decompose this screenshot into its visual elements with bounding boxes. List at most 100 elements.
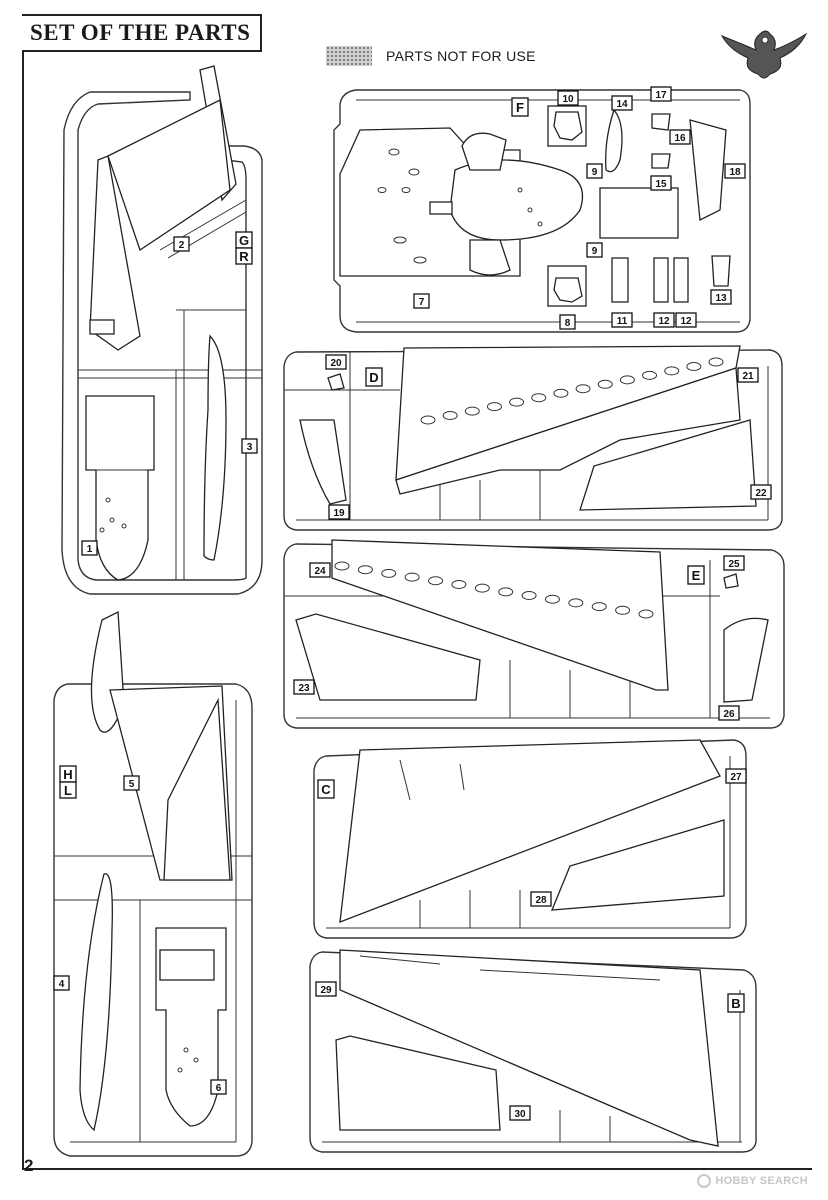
part-label-23: 23: [293, 679, 315, 695]
part-label-27: 27: [725, 768, 747, 784]
part-label-14: 14: [611, 95, 633, 111]
svg-text:26: 26: [723, 709, 735, 720]
wing-hole: [597, 379, 613, 389]
wing-hole: [642, 370, 658, 380]
part-label-16: 16: [669, 129, 691, 145]
part-label-9b: 9: [586, 242, 603, 258]
part-label-7: 7: [413, 293, 430, 309]
part-label-19: 19: [328, 504, 350, 520]
svg-text:11: 11: [617, 316, 628, 327]
svg-text:G: G: [239, 233, 249, 248]
wing-hole: [381, 568, 397, 578]
svg-text:21: 21: [742, 371, 754, 382]
wing-hole: [708, 357, 724, 367]
svg-text:10: 10: [562, 94, 574, 105]
sprue-letter-g: G: [235, 231, 253, 249]
sprue-letter-f: F: [511, 97, 529, 117]
part-label-20: 20: [325, 354, 347, 370]
svg-text:2: 2: [179, 240, 185, 251]
title-box: SET OF THE PARTS: [22, 14, 263, 52]
part-label-11: 11: [611, 312, 633, 328]
svg-text:8: 8: [565, 318, 571, 329]
svg-text:28: 28: [535, 895, 547, 906]
wing-hole: [498, 587, 514, 597]
svg-text:1: 1: [87, 544, 93, 555]
sprue-g: [61, 65, 263, 595]
svg-text:12: 12: [680, 316, 692, 327]
part-label-2: 2: [173, 236, 190, 252]
part-label-12a: 12: [653, 312, 675, 328]
svg-text:25: 25: [728, 559, 740, 570]
wing-hole: [509, 397, 525, 407]
svg-text:24: 24: [314, 566, 326, 577]
svg-text:22: 22: [755, 488, 767, 499]
part-label-1: 1: [81, 540, 98, 556]
sprue-letter-h: H: [59, 765, 77, 783]
svg-text:17: 17: [655, 90, 667, 101]
svg-text:B: B: [731, 996, 740, 1011]
wing-hole: [420, 415, 436, 425]
svg-text:9: 9: [592, 167, 598, 178]
part-label-28: 28: [530, 891, 552, 907]
sprue-letter-r: R: [235, 247, 253, 265]
sprue-c: [313, 739, 747, 939]
part-label-17: 17: [650, 86, 672, 102]
part-label-21: 21: [737, 367, 759, 383]
wing-hole: [474, 583, 490, 593]
svg-text:13: 13: [715, 293, 727, 304]
wing-hole: [686, 361, 702, 371]
sprue-letter-d: D: [365, 367, 383, 387]
hatch-swatch: [326, 46, 372, 66]
svg-text:19: 19: [333, 508, 345, 519]
svg-text:L: L: [64, 783, 72, 798]
part-label-26: 26: [718, 705, 740, 721]
sprue-letter-e: E: [687, 565, 705, 585]
svg-text:4: 4: [59, 979, 65, 990]
watermark-logo-icon: [697, 1174, 712, 1188]
svg-text:6: 6: [216, 1083, 222, 1094]
wing-hole: [531, 393, 547, 403]
page-number: 2: [24, 1156, 34, 1175]
part-label-18: 18: [724, 163, 746, 179]
svg-text:29: 29: [320, 985, 332, 996]
sprue-letter-l: L: [59, 781, 77, 799]
part-label-8: 8: [559, 314, 576, 330]
part-label-13: 13: [710, 289, 732, 305]
wing-hole: [464, 406, 480, 416]
part-label-10: 10: [557, 90, 579, 106]
svg-text:12: 12: [658, 316, 670, 327]
svg-text:5: 5: [129, 779, 135, 790]
svg-text:14: 14: [616, 99, 628, 110]
part-label-30: 30: [509, 1105, 531, 1121]
part-label-24: 24: [309, 562, 331, 578]
wing-hole: [357, 565, 373, 575]
part-label-29: 29: [315, 981, 337, 997]
watermark: HOBBY SEARCH: [697, 1174, 808, 1188]
svg-text:16: 16: [674, 133, 686, 144]
svg-text:7: 7: [419, 297, 425, 308]
sprue-letter-b: B: [727, 993, 745, 1013]
svg-text:30: 30: [514, 1109, 526, 1120]
wing-hole: [591, 602, 607, 612]
svg-text:F: F: [516, 100, 524, 115]
part-label-6: 6: [210, 1079, 227, 1095]
part-label-4: 4: [53, 975, 70, 991]
svg-text:3: 3: [247, 442, 253, 453]
sprue-letter-c: C: [317, 779, 335, 799]
wing-hole: [575, 384, 591, 394]
wing-hole: [428, 576, 444, 586]
svg-text:20: 20: [330, 358, 342, 369]
wing-hole: [404, 572, 420, 582]
wing-hole: [664, 366, 680, 376]
legend-label: PARTS NOT FOR USE: [386, 48, 536, 64]
sprue-f: [333, 89, 751, 333]
eagle-emblem-icon: [720, 30, 808, 79]
sprue-h: [53, 610, 253, 1157]
part-label-5: 5: [123, 775, 140, 791]
svg-text:H: H: [63, 767, 72, 782]
page-title: SET OF THE PARTS: [30, 20, 251, 45]
svg-text:E: E: [692, 568, 701, 583]
part-label-15: 15: [650, 175, 672, 191]
